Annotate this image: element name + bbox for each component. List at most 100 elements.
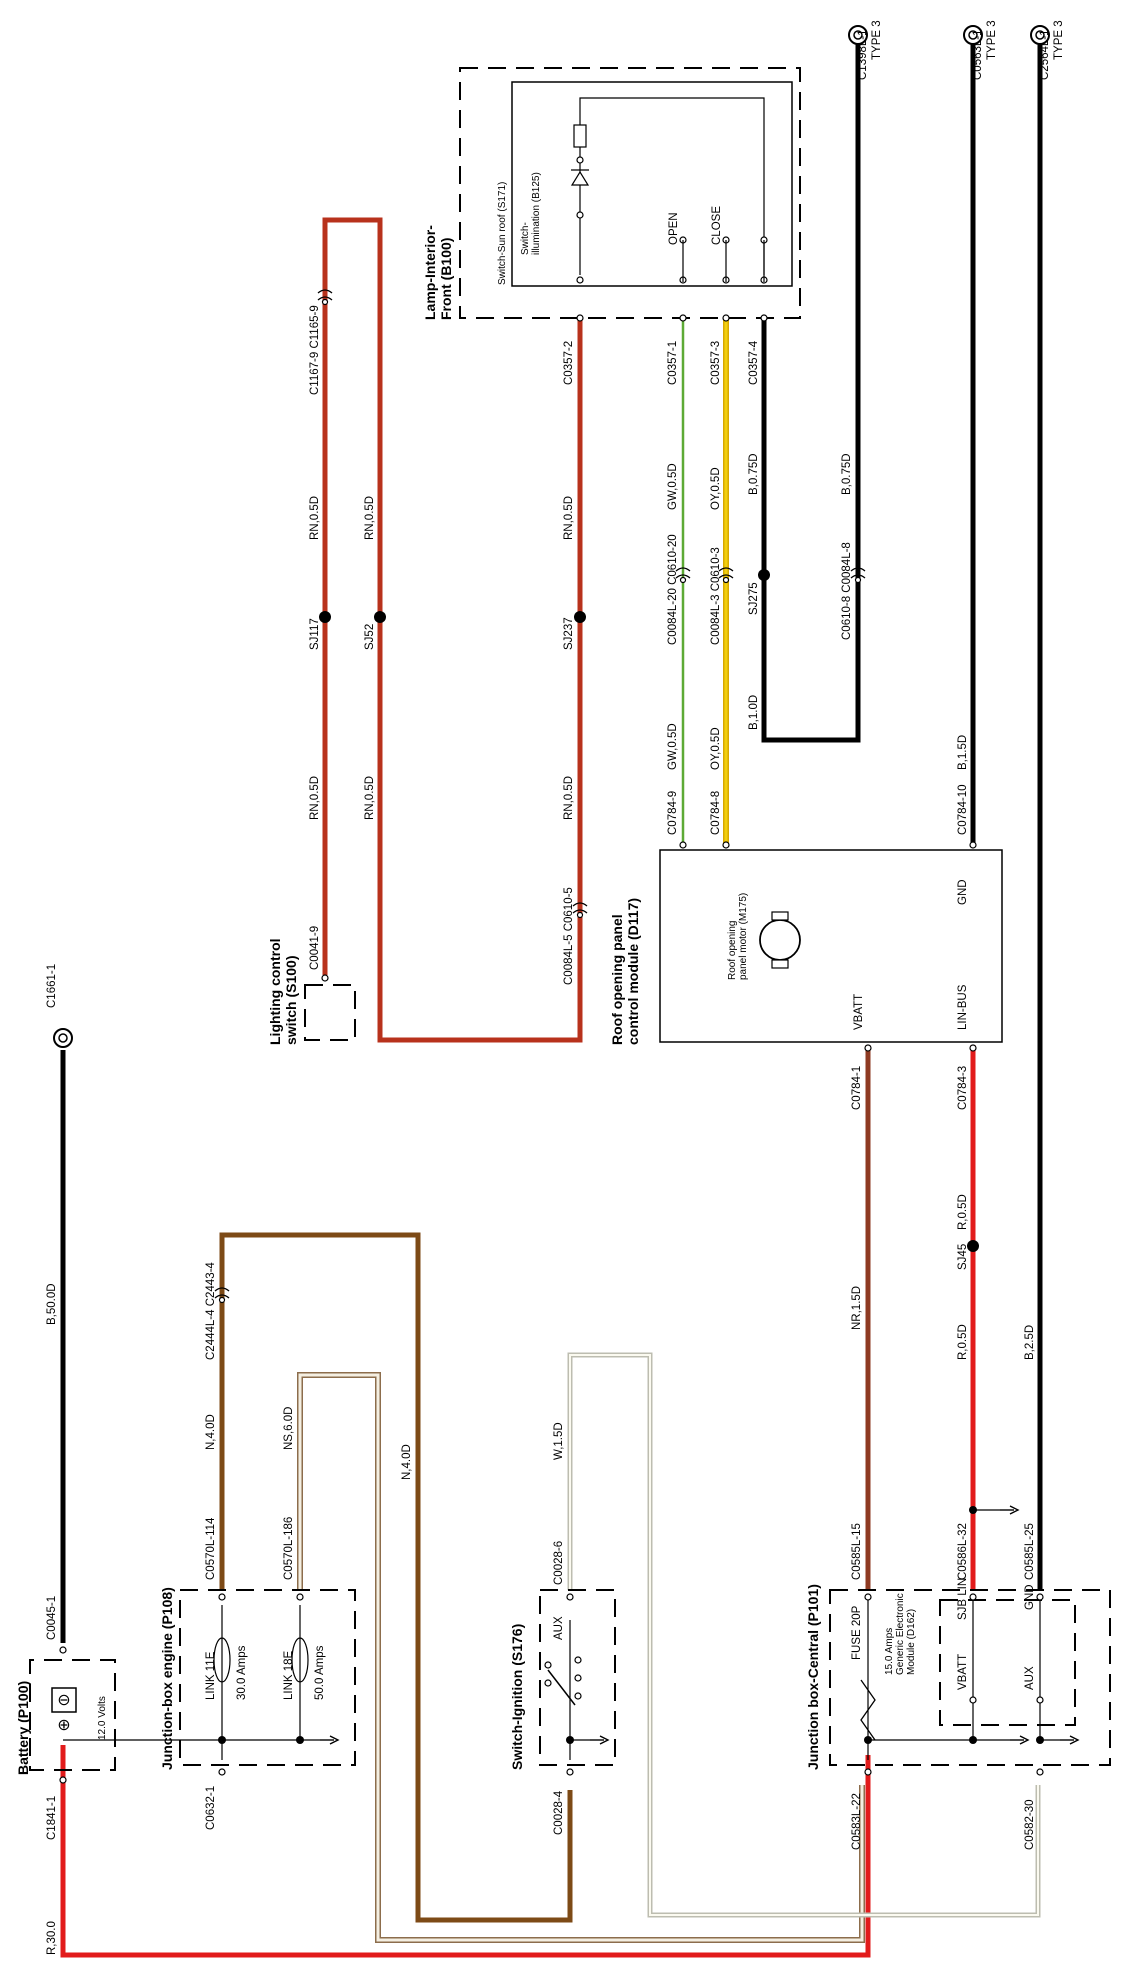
jbc-arrow-3 [1000, 1505, 1020, 1515]
conn-c0084-8 [850, 567, 866, 584]
jbc-pin-25 [1036, 1593, 1044, 1601]
gem-box [939, 1599, 1076, 1726]
jbc-gem1: Generic Electronic [895, 1593, 906, 1675]
wire-w-15 [569, 1354, 1039, 1916]
rn1-hi: RN,0.5D [309, 496, 321, 540]
sj45: SJ45 [957, 1244, 969, 1270]
b075b: B,0.75D [841, 453, 853, 495]
jbe-node2 [296, 1736, 304, 1744]
jbe-node1 [218, 1736, 226, 1744]
lamp-open: OPEN [668, 212, 680, 245]
jbe-fuse2-amps: 50.0 Amps [314, 1645, 326, 1700]
rm-vbatt: VBATT [853, 994, 865, 1030]
rm-c-oy: C0784-8 [710, 791, 722, 835]
jbe-w2: NS,6.0D [283, 1407, 295, 1450]
wire-ns-6-outer [297, 1372, 865, 1943]
oy-hi: OY,0.5D [710, 467, 722, 510]
sunroof-switch-box [511, 81, 793, 287]
gw-lo: GW,0.5D [667, 723, 679, 770]
fuse-20p-icon [860, 1679, 876, 1741]
c1167: C1167-9 C1165-9 [309, 305, 321, 395]
lamp-pin-c3 [722, 314, 730, 322]
rm-c-vbatt: C0784-1 [851, 1066, 863, 1110]
jbc-gnd: GND [1024, 1584, 1036, 1610]
motor-icon [759, 919, 801, 961]
b10: B,1.0D [748, 695, 760, 730]
battery-volts: 12.0 Volts [97, 1696, 108, 1740]
rm-c-gnd: C0784-10 [957, 784, 969, 835]
rm-motor1: Roof opening [727, 921, 738, 981]
rm-pin-gnd [969, 841, 977, 849]
ls-pin [321, 974, 329, 982]
lamp-contact-0 [576, 156, 584, 164]
ign-switch-lever [547, 1669, 576, 1706]
jbe-title: Junction-box engine (P108) [159, 1587, 175, 1770]
sj52: SJ52 [364, 624, 376, 650]
battery-wire-top: B,50.0D [46, 1283, 58, 1325]
battery-plus-icon: ⊕ [57, 1717, 70, 1734]
jbc-c-bl: C0583L-22 [851, 1793, 863, 1850]
lamp-title2: Front (B100) [438, 238, 454, 320]
rm-motor2: panel motor (M175) [738, 893, 749, 980]
battery-pin-bottom [59, 1776, 67, 1784]
nr15: NR,1.5D [851, 1286, 863, 1330]
roof-module-box [659, 849, 1003, 1043]
jbe-pin-1 [218, 1593, 226, 1601]
jbe-fuse1: LINK 11E [205, 1651, 217, 1700]
jbox-engine-box [179, 1589, 356, 1766]
lamp-box [459, 67, 801, 319]
c3x: C0084L-3 C0610-3 [710, 547, 722, 645]
lamp-illum2: illumination (B125) [531, 172, 542, 255]
ign-contact-4 [544, 1661, 552, 1669]
wire-w-15-outer [567, 1352, 1041, 1918]
splice-sj237 [574, 611, 586, 623]
rm-pin-oy [722, 841, 730, 849]
jbe-fuse2: LINK 18E [283, 1650, 295, 1700]
jbe-pin-2 [296, 1593, 304, 1601]
jbc-pin-15 [864, 1593, 872, 1601]
jbc-gem2: Module (D162) [906, 1609, 917, 1675]
jbox-central-box [829, 1589, 1111, 1766]
conn-c0084-5 [572, 902, 588, 919]
t3: C2564L-1 [1039, 29, 1051, 80]
rm-linbus: LIN-BUS [957, 984, 969, 1030]
ign-contact-2 [574, 1674, 582, 1682]
jbe-c2: C0570L-186 [283, 1517, 295, 1580]
jbc-fuse: FUSE 20P [851, 1605, 863, 1660]
switch-ign-box [539, 1589, 616, 1766]
wire-b-075 [761, 35, 861, 743]
terminal-c0563 [963, 25, 983, 45]
sj275: SJ275 [748, 582, 760, 615]
ls-title2: switch (S100) [283, 956, 299, 1045]
battery-c-top: C0045-1 [46, 1596, 58, 1640]
lamp-illum1: Switch- [520, 222, 531, 255]
wire-battery-r30 [60, 1745, 871, 1958]
sj237: SJ237 [563, 617, 575, 650]
battery-pin-top [59, 1646, 67, 1654]
t2: C0563L-1 [972, 29, 984, 80]
conn-c0084-3 [718, 567, 734, 584]
lamp-c4: C0357-4 [748, 340, 760, 385]
rm-gnd: GND [957, 879, 969, 905]
jbc-sjb-lin: SJB LIN [957, 1578, 969, 1620]
jbc-c25: C0585L-25 [1024, 1523, 1036, 1580]
ign-c-top: C0028-6 [553, 1541, 565, 1585]
jbc-aux: AUX [1024, 1666, 1036, 1690]
ls-c: C0041-9 [309, 926, 321, 970]
jbc-node1 [864, 1736, 872, 1744]
lighting-switch-box [304, 984, 356, 1041]
jbc-node4 [969, 1506, 977, 1514]
b15: B,1.5D [957, 735, 969, 770]
rm-pin-gw [679, 841, 687, 849]
t3-type: TYPE 3 [1053, 20, 1065, 60]
rn1-lo: RN,0.5D [309, 776, 321, 820]
jbe-c1: C0570L-114 [205, 1517, 217, 1580]
jbc-pin-bl [864, 1768, 872, 1776]
battery-c-bottom: C1841-1 [46, 1796, 58, 1840]
r05a: R,0.5D [957, 1194, 969, 1230]
rn2-lo: RN,0.5D [364, 776, 376, 820]
gw-hi: GW,0.5D [667, 463, 679, 510]
ign-w: W,1.5D [553, 1422, 565, 1460]
conn-c1167 [317, 289, 333, 306]
